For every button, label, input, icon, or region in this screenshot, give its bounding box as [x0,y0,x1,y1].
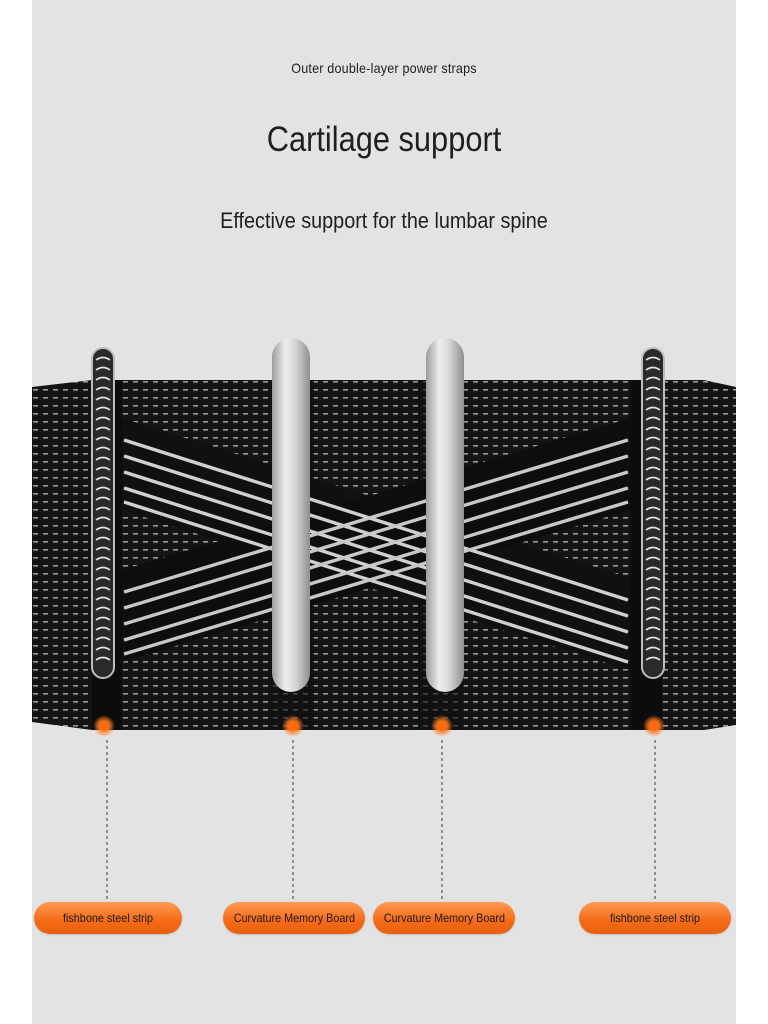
label-text: fishbone steel strip [609,911,701,925]
label-text: Curvature Memory Board [383,911,505,925]
label-curvature-memory-board-left: Curvature Memory Board [223,902,365,934]
product-panel: Outer double-layer power straps Cartilag… [32,0,736,1024]
curvature-memory-board-left [272,338,310,692]
label-curvature-memory-board-right: Curvature Memory Board [373,902,515,934]
curvature-memory-board-right [426,338,464,692]
power-straps [122,418,630,670]
page-subtitle: Effective support for the lumbar spine [220,208,548,233]
fishbone-steel-strip-left [91,347,115,679]
label-text: fishbone steel strip [62,911,154,925]
fishbone-steel-strip-right [641,347,665,679]
lumbar-belt-illustration [32,338,736,902]
label-text: Curvature Memory Board [233,911,355,925]
label-fishbone-steel-strip-right: fishbone steel strip [579,902,731,934]
belt-body [32,380,736,730]
feature-caption: Outer double-layer power straps [291,60,477,76]
callout-markers [93,715,665,902]
label-fishbone-steel-strip-left: fishbone steel strip [34,902,182,934]
page-title: Cartilage support [266,120,502,159]
